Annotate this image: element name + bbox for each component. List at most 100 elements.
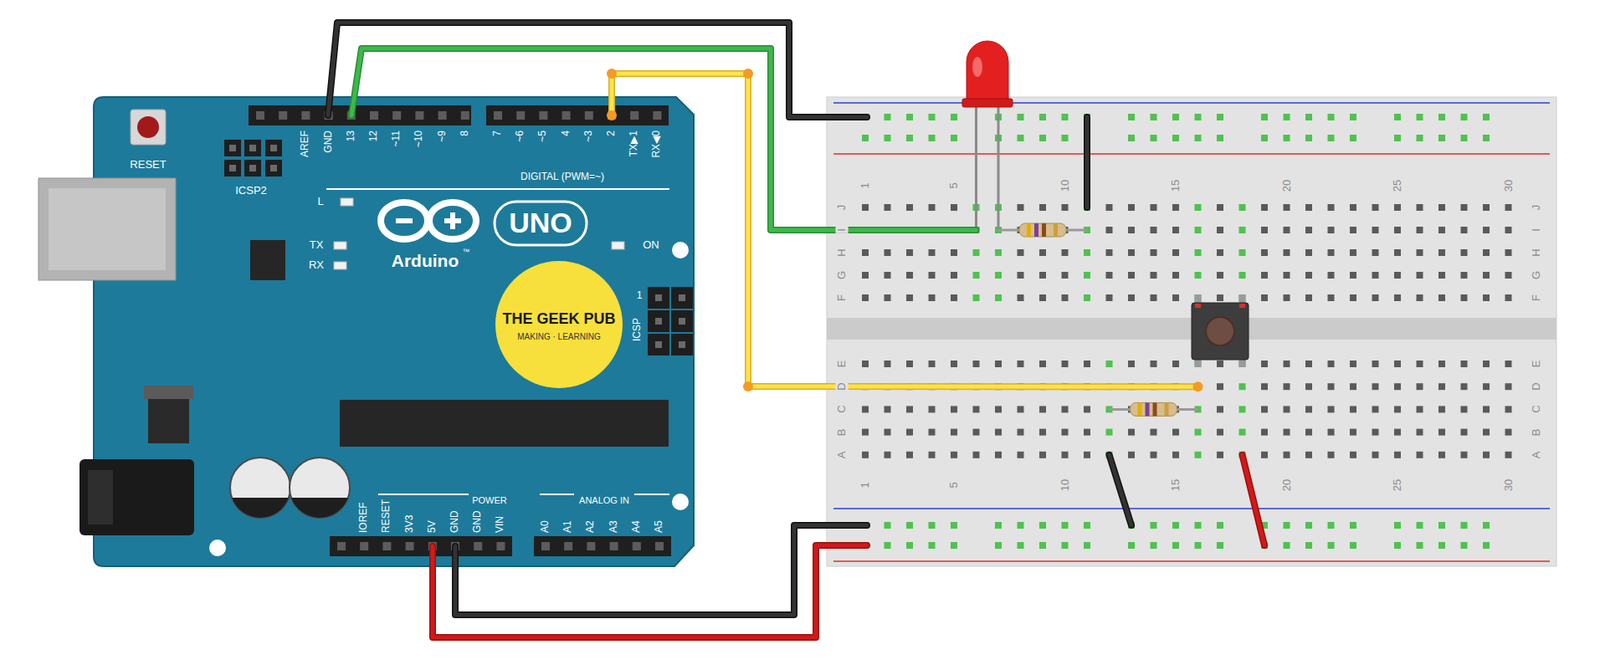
rail-hole	[1194, 113, 1202, 121]
rail-hole	[928, 113, 936, 121]
breadboard-hole	[1305, 249, 1313, 257]
header-pin	[632, 542, 642, 551]
row-letter: D	[1530, 380, 1544, 392]
rail-hole	[1061, 542, 1069, 549]
breadboard-hole	[1061, 360, 1069, 368]
breadboard-hole	[1150, 360, 1158, 368]
trademark-holder: ™	[462, 247, 471, 257]
column-number: 15	[1169, 178, 1183, 194]
breadboard-hole	[1106, 204, 1113, 211]
breadboard-hole	[1394, 226, 1401, 234]
column-number: 25	[1391, 178, 1405, 194]
breadboard-hole	[973, 405, 980, 413]
breadboard-hole	[1482, 294, 1490, 302]
column-number: 30	[1502, 477, 1515, 493]
capacitor	[291, 497, 349, 518]
header-pin	[278, 111, 288, 120]
breadboard-hole	[1438, 249, 1446, 257]
silkscreen-line	[326, 188, 670, 190]
icsp-pin	[249, 164, 257, 172]
pin-label: A5	[653, 520, 666, 534]
breadboard-hole	[1261, 249, 1268, 257]
breadboard-hole	[1261, 271, 1268, 279]
breadboard-hole	[1305, 451, 1313, 459]
rail-hole	[1083, 542, 1091, 549]
breadboard-hole	[861, 429, 869, 436]
breadboard-hole	[928, 451, 936, 459]
rail-hole	[1349, 113, 1357, 121]
row-letter: J	[835, 203, 849, 213]
rail-hole	[1061, 522, 1069, 529]
rail-hole	[1482, 522, 1490, 529]
rail-hole	[1305, 542, 1313, 549]
breadboard-hole	[1106, 271, 1113, 279]
row-letter-holder: H	[1530, 246, 1544, 258]
led-label-holder: ON	[642, 239, 660, 252]
icsp-pin	[655, 317, 662, 325]
column-number-holder: 1	[859, 480, 872, 490]
row-letter: B	[1530, 426, 1544, 438]
breadboard-hole	[1416, 294, 1424, 302]
breadboard-hole	[1039, 429, 1047, 436]
breadboard-hole	[1172, 226, 1180, 234]
logo-tagline: MAKING · LEARNING	[517, 332, 600, 343]
pin-label: RESET	[380, 499, 393, 534]
breadboard-hole	[906, 360, 913, 368]
breadboard-hole	[1261, 294, 1268, 302]
rail-hole	[1039, 542, 1047, 549]
breadboard-hole	[861, 294, 869, 302]
breadboard-hole	[1372, 204, 1380, 211]
wire-bend	[606, 110, 617, 121]
header-label: ICSP2	[235, 184, 267, 198]
breadboard-hole	[1283, 204, 1291, 211]
led-label-holder: RX	[308, 259, 324, 272]
led-rim	[962, 98, 1013, 108]
header-pin	[438, 111, 447, 120]
pin-label-holder: ~11	[390, 130, 403, 147]
pin-label-holder: ~10	[413, 130, 426, 148]
pin-label: RX◀0	[651, 130, 663, 159]
breadboard-hole	[1283, 383, 1291, 390]
breadboard-hole	[1305, 294, 1313, 302]
led-label-holder: L	[317, 195, 324, 209]
breadboard-hole	[1261, 360, 1268, 368]
breadboard-hole	[1416, 271, 1424, 279]
rail-hole	[1328, 542, 1335, 549]
breadboard-hole	[1372, 405, 1380, 413]
breadboard-hole	[1461, 249, 1468, 257]
breadboard-hole	[1328, 226, 1335, 234]
rail-hole	[1328, 522, 1335, 529]
breadboard-hole	[1239, 271, 1247, 279]
brand-name-holder: Arduino	[391, 251, 459, 272]
pin-label: 2	[605, 130, 618, 137]
breadboard-hole	[928, 294, 936, 302]
breadboard-hole	[1128, 360, 1135, 368]
rail-hole	[906, 542, 913, 549]
breadboard-body	[826, 97, 1557, 567]
breadboard-hole	[1416, 204, 1424, 211]
icsp-pin	[244, 159, 262, 177]
breadboard-hole	[1106, 226, 1113, 234]
pin-label-holder: VIN	[494, 516, 507, 534]
ground-wire	[328, 22, 867, 118]
led	[962, 41, 1013, 231]
mounting-hole	[671, 241, 689, 259]
header-pin	[415, 111, 424, 120]
breadboard-hole	[950, 405, 958, 413]
breadboard-hole	[1305, 360, 1313, 368]
arduino-logo	[450, 212, 456, 230]
rail-hole	[1461, 113, 1468, 121]
breadboard-hole	[994, 360, 1002, 368]
pin-label-holder: A1	[562, 520, 575, 534]
row-letter: E	[1530, 358, 1544, 370]
breadboard-hole	[1216, 226, 1224, 234]
breadboard-hole	[1394, 383, 1401, 390]
pin-label: TX▶1	[628, 130, 641, 157]
breadboard-hole	[994, 405, 1002, 413]
rail-hole	[1017, 113, 1025, 121]
row-letter-holder: F	[835, 292, 849, 303]
breadboard-hole	[906, 294, 913, 302]
breadboard-hole	[1261, 204, 1268, 211]
breadboard-hole	[1017, 249, 1025, 257]
